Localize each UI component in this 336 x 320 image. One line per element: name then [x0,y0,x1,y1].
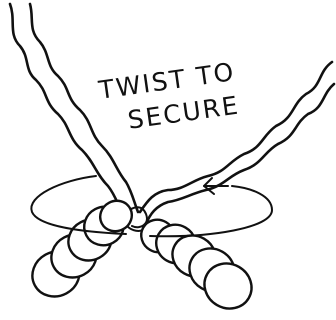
left-cord [10,4,138,216]
left-beads [24,195,137,304]
